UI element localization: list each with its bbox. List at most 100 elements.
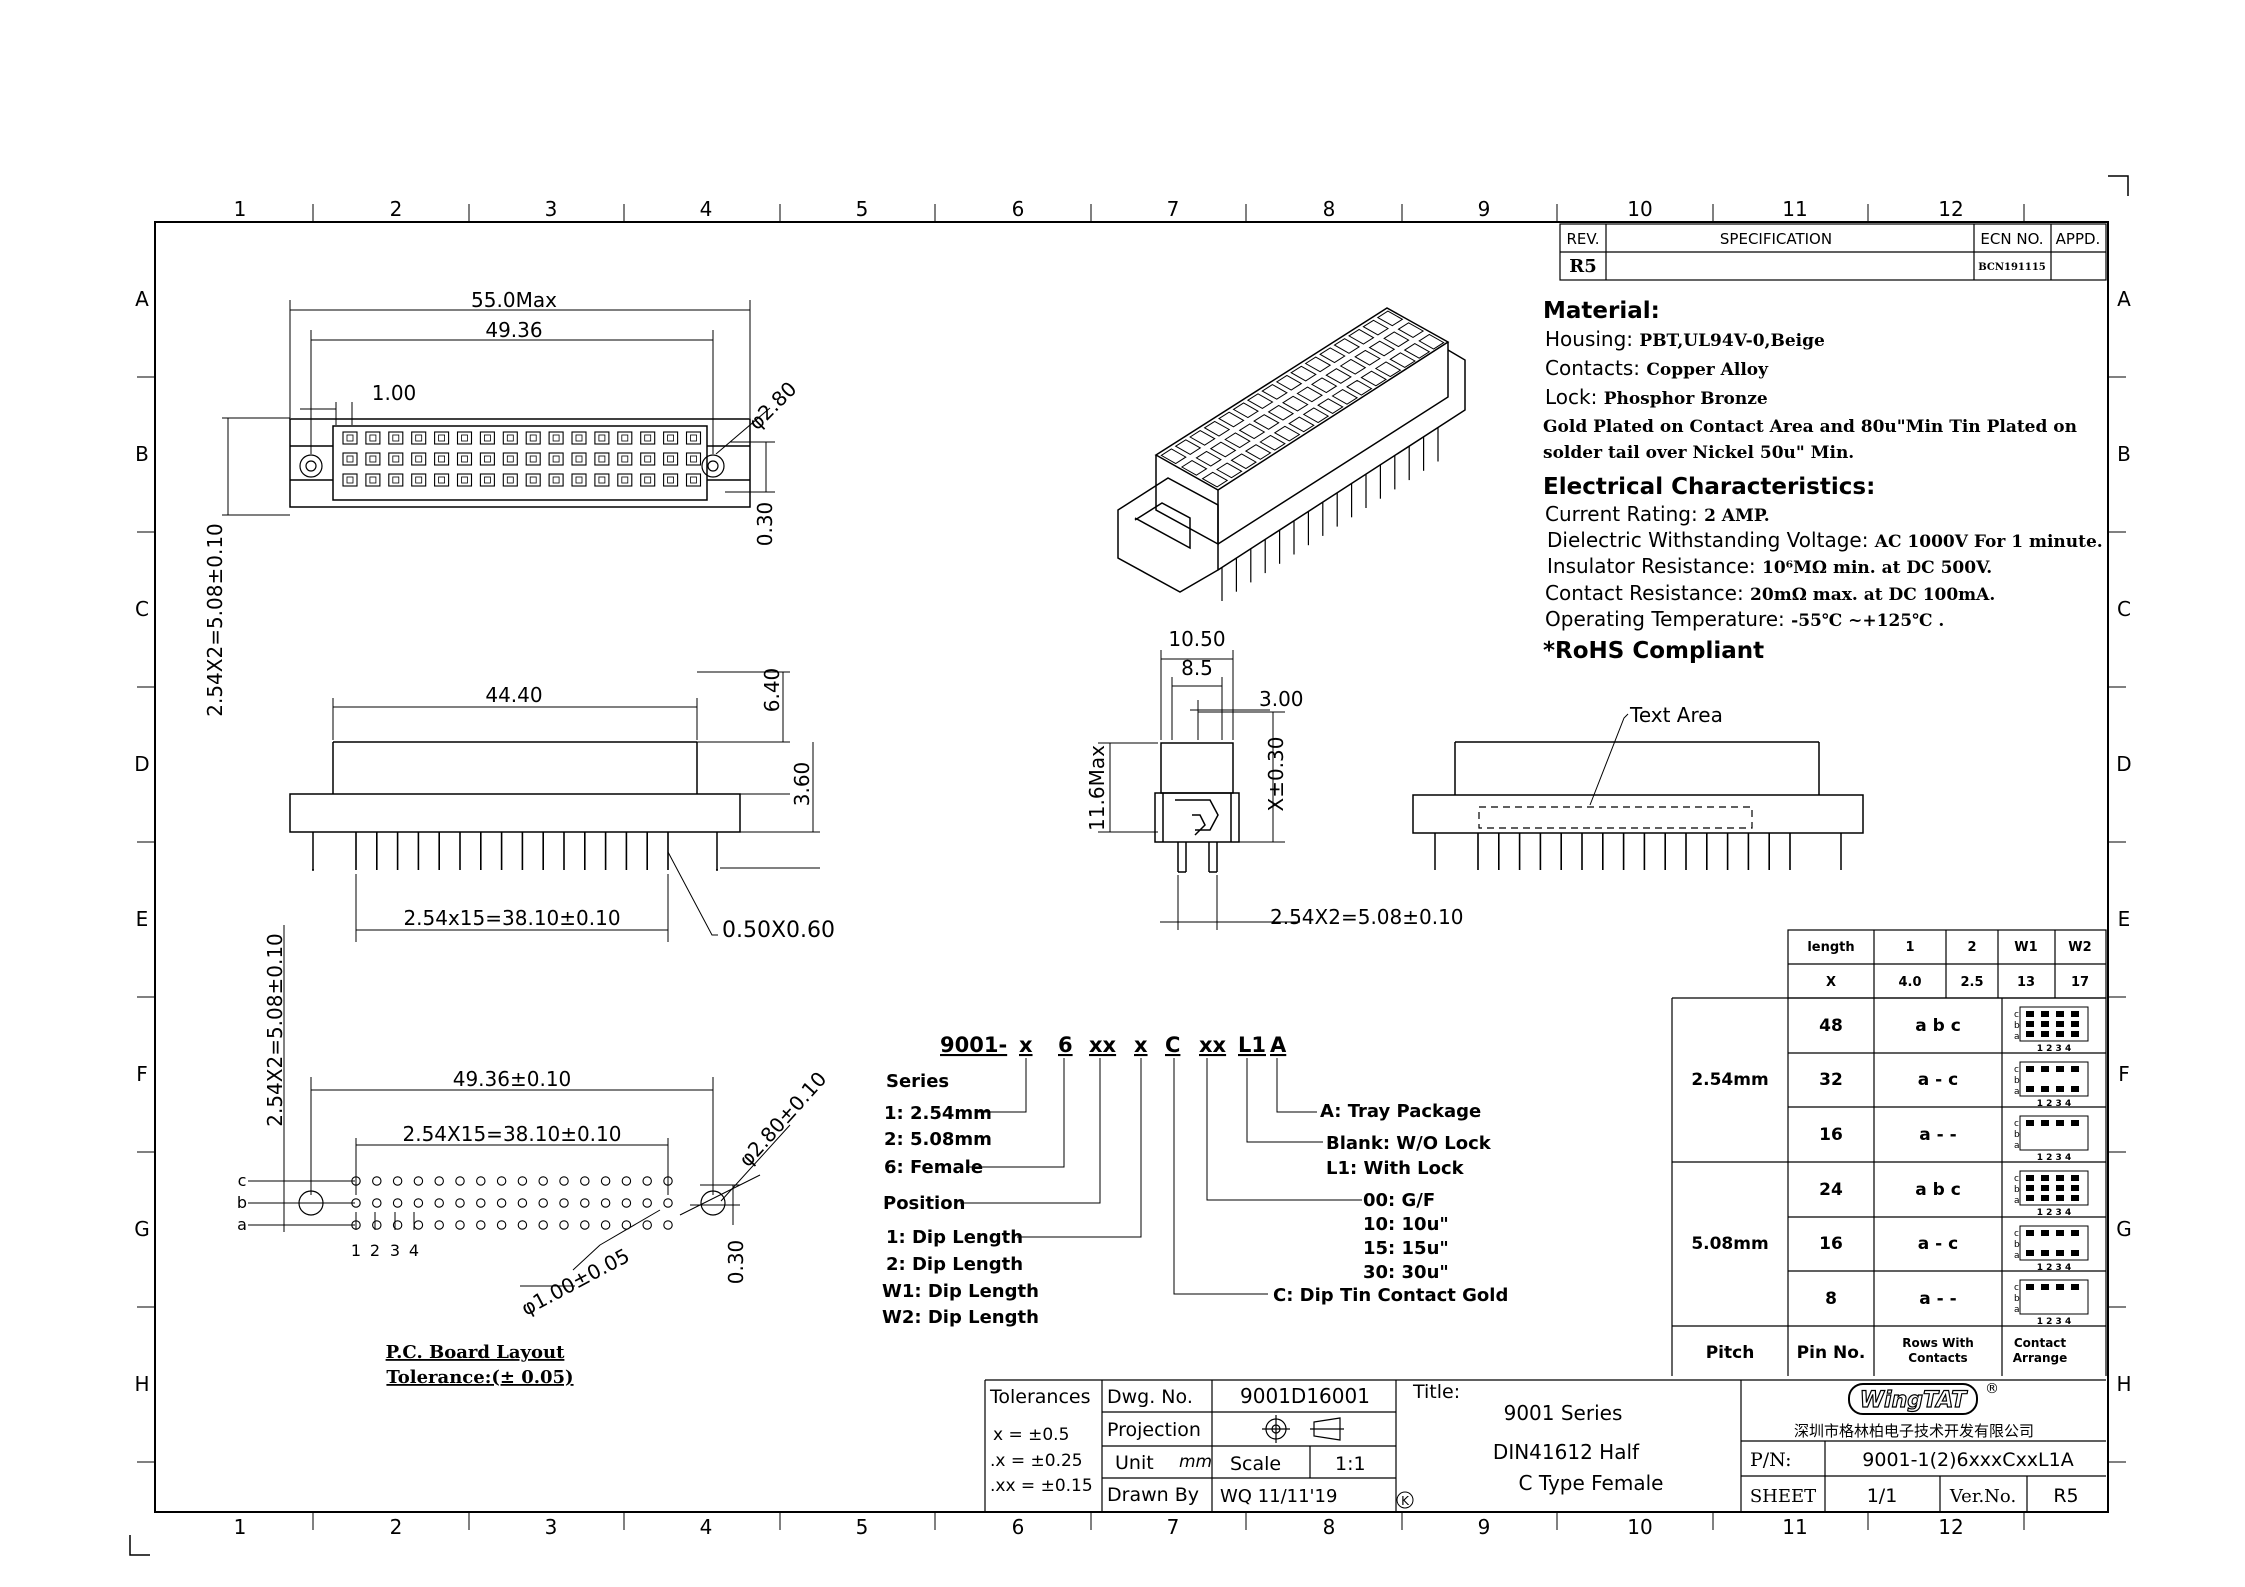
pn-l1-lock: L1: With Lock [1326, 1158, 1465, 1179]
row-label: D [134, 752, 149, 776]
row-label: B [135, 442, 149, 466]
arrange-dot [2026, 1195, 2034, 1201]
pcb-hole [621, 1198, 632, 1208]
iso-cavity [1195, 450, 1222, 467]
row-label: C [135, 597, 149, 621]
cavity [663, 452, 679, 466]
lock-line: Lock: Phosphor Bronze [1545, 385, 1768, 409]
cavity-inner [346, 434, 354, 442]
pcb-hole [372, 1220, 382, 1230]
pt-rows-2: a - c [1918, 1070, 1958, 1090]
dielectric-value: AC 1000V For 1 minute. [1874, 532, 2103, 552]
cavity [571, 473, 587, 487]
pcb-hole [538, 1176, 548, 1186]
part-number-decoder: 9001- x 6 xx x C xx L1 A Series 1: 2.54m… [882, 1033, 1508, 1328]
cavity [479, 473, 495, 487]
tb-drawn-value: WQ 11/11'19 [1220, 1486, 1337, 1507]
pcb-row-a: a [237, 1215, 247, 1234]
pcb-hole [600, 1220, 611, 1230]
dim-360: 3.60 [790, 762, 814, 807]
tb-sheet-value: 1/1 [1867, 1485, 1898, 1507]
arrange-dot [2041, 1120, 2049, 1126]
iso-cavity [1296, 386, 1323, 403]
tb-pn-value: 9001-1(2)6xxxCxxL1A [1862, 1449, 2073, 1471]
arrange-dot [2041, 1230, 2049, 1236]
cavity [456, 431, 473, 445]
cavity-inner [690, 434, 697, 442]
pt-footer-rows-2: Contacts [1908, 1351, 1967, 1365]
length-table: length 1 2 W1 W2 X 4.0 2.5 13 17 [1787, 929, 2107, 999]
row-label: A [2117, 287, 2131, 311]
cavity-inner [438, 476, 446, 484]
mounting-hole-left [299, 454, 323, 478]
arrange-dot [2026, 1066, 2034, 1072]
cavity-inner [667, 434, 674, 442]
pn-tray: A: Tray Package [1320, 1101, 1481, 1122]
pcb-hole [559, 1176, 569, 1186]
cavity [548, 452, 564, 466]
cavity [411, 431, 427, 445]
cavity [617, 431, 633, 445]
revision-table: REV. SPECIFICATION ECN NO. APPD. R5 BCN1… [1559, 223, 2107, 281]
tb-title-label: Title: [1412, 1381, 1460, 1403]
cavity-inner [667, 476, 674, 484]
row-label: E [2118, 907, 2131, 931]
tb-scale-value: 1:1 [1335, 1453, 1366, 1475]
dielectric-label: Dielectric Withstanding Voltage: [1547, 528, 1868, 552]
pcb-layout-title: P.C. Board Layout [386, 1342, 565, 1363]
col-label: 8 [1323, 197, 1336, 221]
pcb-hole [517, 1198, 528, 1208]
cavity-inner [529, 476, 537, 484]
arrange-numbers: 1 2 3 4 [2037, 1099, 2071, 1109]
iso-cavity [1290, 365, 1317, 382]
pcb-hole [663, 1198, 673, 1208]
lt-h-1: 1 [1905, 940, 1914, 955]
temp-label: Operating Temperature: [1545, 607, 1785, 631]
ruler-ticks [137, 204, 2126, 1530]
arrange-row-label: a [2014, 1251, 2020, 1261]
col-label: 8 [1323, 1515, 1336, 1539]
front-view: 44.40 6.40 3.60 2.54x15=38.10±0.10 0.50X… [289, 668, 835, 943]
cavity [434, 452, 450, 466]
arrange-dot [2071, 1175, 2079, 1181]
dim-pin-size: 0.50X0.60 [722, 918, 835, 943]
arrange-dot [2056, 1011, 2064, 1017]
pcb-hole [476, 1176, 486, 1186]
cavity-inner [506, 455, 514, 463]
pt-pins-2: 32 [1819, 1070, 1843, 1090]
arrange-dot [2026, 1175, 2034, 1181]
col-label: 10 [1627, 197, 1652, 221]
cavity-inner [415, 476, 423, 484]
spec-header: SPECIFICATION [1720, 230, 1832, 248]
pcb-hole [476, 1220, 486, 1230]
cavity [685, 431, 702, 445]
iso-cavity [1288, 416, 1315, 433]
cavity [617, 452, 633, 466]
pcb-hole [392, 1220, 403, 1230]
col-label: 3 [545, 1515, 558, 1539]
iso-cavity [1253, 414, 1280, 430]
insulator-label: Insulator Resistance: [1547, 554, 1756, 578]
plating-line-1: Gold Plated on Contact Area and 80u"Min … [1543, 417, 2077, 437]
col-label: 5 [856, 197, 869, 221]
text-area-label: Text Area [1629, 703, 1723, 727]
iso-cavity [1189, 430, 1216, 446]
row-label: B [2117, 442, 2131, 466]
pcb-hole [580, 1220, 590, 1230]
pt-pins-3: 16 [1819, 1125, 1843, 1145]
arrange-dot [2071, 1031, 2079, 1037]
iso-cavity [1333, 338, 1361, 354]
iso-cavity [1304, 356, 1332, 373]
tb-projection: Projection [1107, 1419, 1201, 1441]
pn-seg-gender: 6 [1058, 1033, 1073, 1057]
row-label: E [136, 907, 149, 931]
cavity-inner [598, 434, 606, 442]
pcb-hole [372, 1176, 382, 1186]
pcb-hole [517, 1220, 528, 1230]
pt-pins-6: 8 [1825, 1289, 1837, 1309]
dim-100: 1.00 [372, 381, 417, 405]
cavity [502, 452, 518, 466]
col-label: 9 [1478, 197, 1491, 221]
tb-sheet-label: SHEET [1750, 1486, 1816, 1507]
row-label: H [2116, 1372, 2131, 1396]
